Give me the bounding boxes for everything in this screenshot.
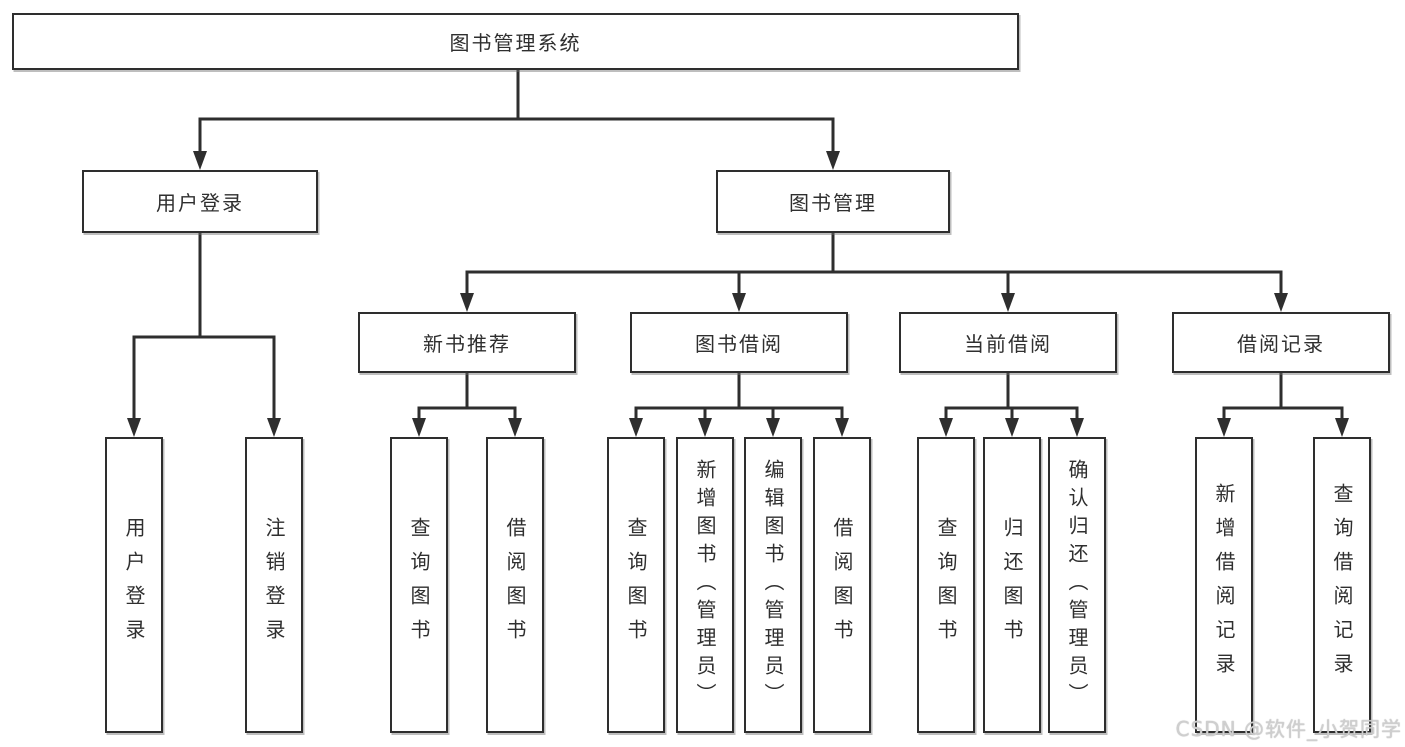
node-book-management: 图书管理 [716,170,950,233]
leaf-borrow-books: 借阅图书 [813,437,871,733]
leaf-add-book-admin: 新增图书（管理员） [676,437,734,733]
csdn-watermark: CSDN @软件_小贺同学 [1175,717,1402,741]
leaf-add-borrow-record: 新增借阅记录 [1195,437,1253,733]
leaf-confirm-return-admin: 确认归还（管理员） [1048,437,1106,733]
leaf-logout: 注销登录 [245,437,303,733]
node-borrow-records: 借阅记录 [1172,312,1390,373]
leaf-user-login: 用户登录 [105,437,163,733]
leaf-query-books-borrow: 查询图书 [607,437,665,733]
leaf-borrow-books-recommend: 借阅图书 [486,437,544,733]
leaf-query-books-current: 查询图书 [917,437,975,733]
node-new-book-recommend: 新书推荐 [358,312,576,373]
leaf-query-borrow-record: 查询借阅记录 [1313,437,1371,733]
node-user-login: 用户登录 [82,170,318,233]
node-library-management-system: 图书管理系统 [12,13,1019,70]
leaf-return-books: 归还图书 [983,437,1041,733]
node-current-borrow: 当前借阅 [899,312,1117,373]
leaf-edit-book-admin: 编辑图书（管理员） [744,437,802,733]
leaf-query-books-recommend: 查询图书 [390,437,448,733]
node-book-borrow: 图书借阅 [630,312,848,373]
